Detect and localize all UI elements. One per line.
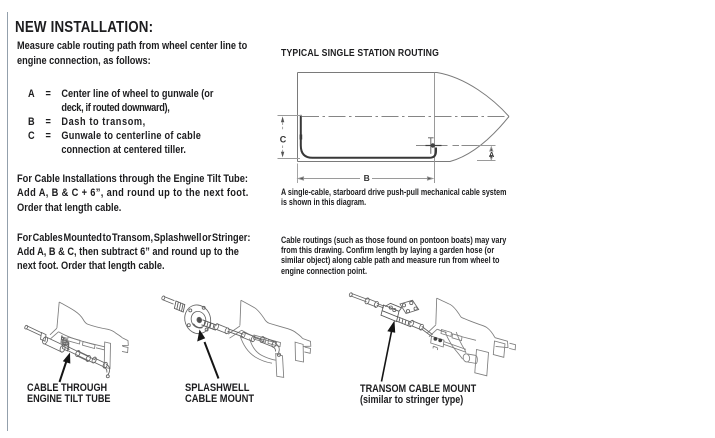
svg-text:A: A bbox=[489, 150, 495, 159]
svg-text:B: B bbox=[364, 173, 370, 183]
svg-text:C: C bbox=[280, 134, 287, 144]
